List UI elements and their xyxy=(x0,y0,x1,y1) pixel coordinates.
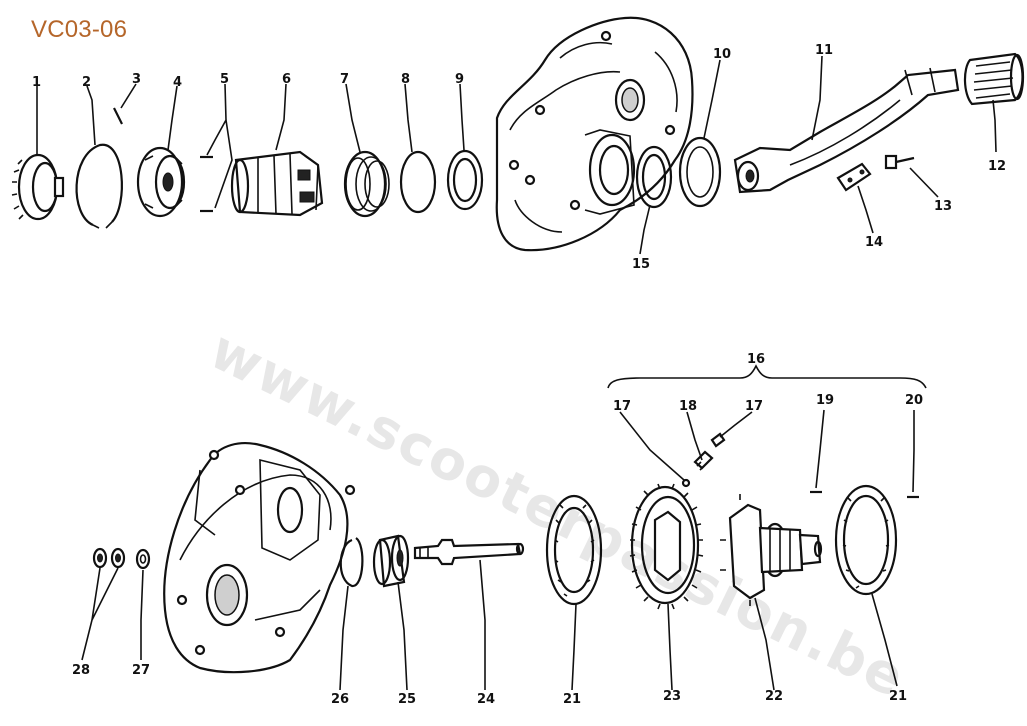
part-5-pins xyxy=(200,155,213,213)
label-24: 24 xyxy=(477,692,495,707)
part-12-rubber-grip xyxy=(963,52,1025,106)
label-23: 23 xyxy=(663,689,681,704)
label-21-left: 21 xyxy=(563,692,581,707)
label-22: 22 xyxy=(765,689,783,704)
part-14-plate xyxy=(836,162,872,192)
label-7: 7 xyxy=(340,72,349,87)
part-2-circlip xyxy=(75,143,123,229)
label-4: 4 xyxy=(173,75,182,90)
label-18: 18 xyxy=(679,399,697,414)
label-1: 1 xyxy=(32,75,41,90)
part-21-thrust-washer-right xyxy=(834,484,898,596)
label-12: 12 xyxy=(988,159,1006,174)
label-25: 25 xyxy=(398,692,416,707)
part-10-washer xyxy=(678,136,722,208)
part-13-bolt xyxy=(884,154,915,170)
part-6-pinion xyxy=(230,150,324,217)
label-16: 16 xyxy=(747,352,765,367)
part-24-shaft xyxy=(413,538,525,566)
label-20: 20 xyxy=(905,393,923,408)
part-27-washer xyxy=(135,548,151,570)
label-14: 14 xyxy=(865,235,883,250)
diagram-code: VC03-06 xyxy=(31,16,128,43)
label-6: 6 xyxy=(282,72,291,87)
part-22-gear-cluster xyxy=(720,494,823,606)
label-28: 28 xyxy=(72,663,90,678)
label-21-right: 21 xyxy=(889,689,907,704)
part-25-bearing xyxy=(372,534,410,588)
label-26: 26 xyxy=(331,692,349,707)
label-2: 2 xyxy=(82,75,91,90)
label-3: 3 xyxy=(132,72,141,87)
part-8-ring xyxy=(399,150,437,214)
label-15: 15 xyxy=(632,257,650,272)
part-26-circlip xyxy=(339,537,364,588)
label-9: 9 xyxy=(455,72,464,87)
leader-lines xyxy=(36,55,997,691)
part-28-nuts xyxy=(92,547,126,569)
label-11: 11 xyxy=(815,43,833,58)
part-17-18-spring-pins xyxy=(681,432,726,488)
part-15-seal xyxy=(635,145,673,209)
label-19: 19 xyxy=(816,393,834,408)
part-21-thrust-washer-left xyxy=(545,494,603,606)
label-13: 13 xyxy=(934,199,952,214)
part-1-sprocket xyxy=(11,153,65,221)
label-17-right: 17 xyxy=(745,399,763,414)
part-3-pin xyxy=(113,107,123,125)
part-11-kick-lever xyxy=(733,67,960,194)
label-8: 8 xyxy=(401,72,410,87)
crankcase-cover xyxy=(495,16,694,252)
crankcase-half xyxy=(163,442,356,674)
label-5: 5 xyxy=(220,72,229,87)
label-27: 27 xyxy=(132,663,150,678)
part-4-ratchet xyxy=(136,146,186,218)
label-17-left: 17 xyxy=(613,399,631,414)
part-9-bushing xyxy=(446,149,484,211)
label-10: 10 xyxy=(713,47,731,62)
part-23-gear xyxy=(629,483,704,610)
part-7-spring xyxy=(343,150,390,218)
